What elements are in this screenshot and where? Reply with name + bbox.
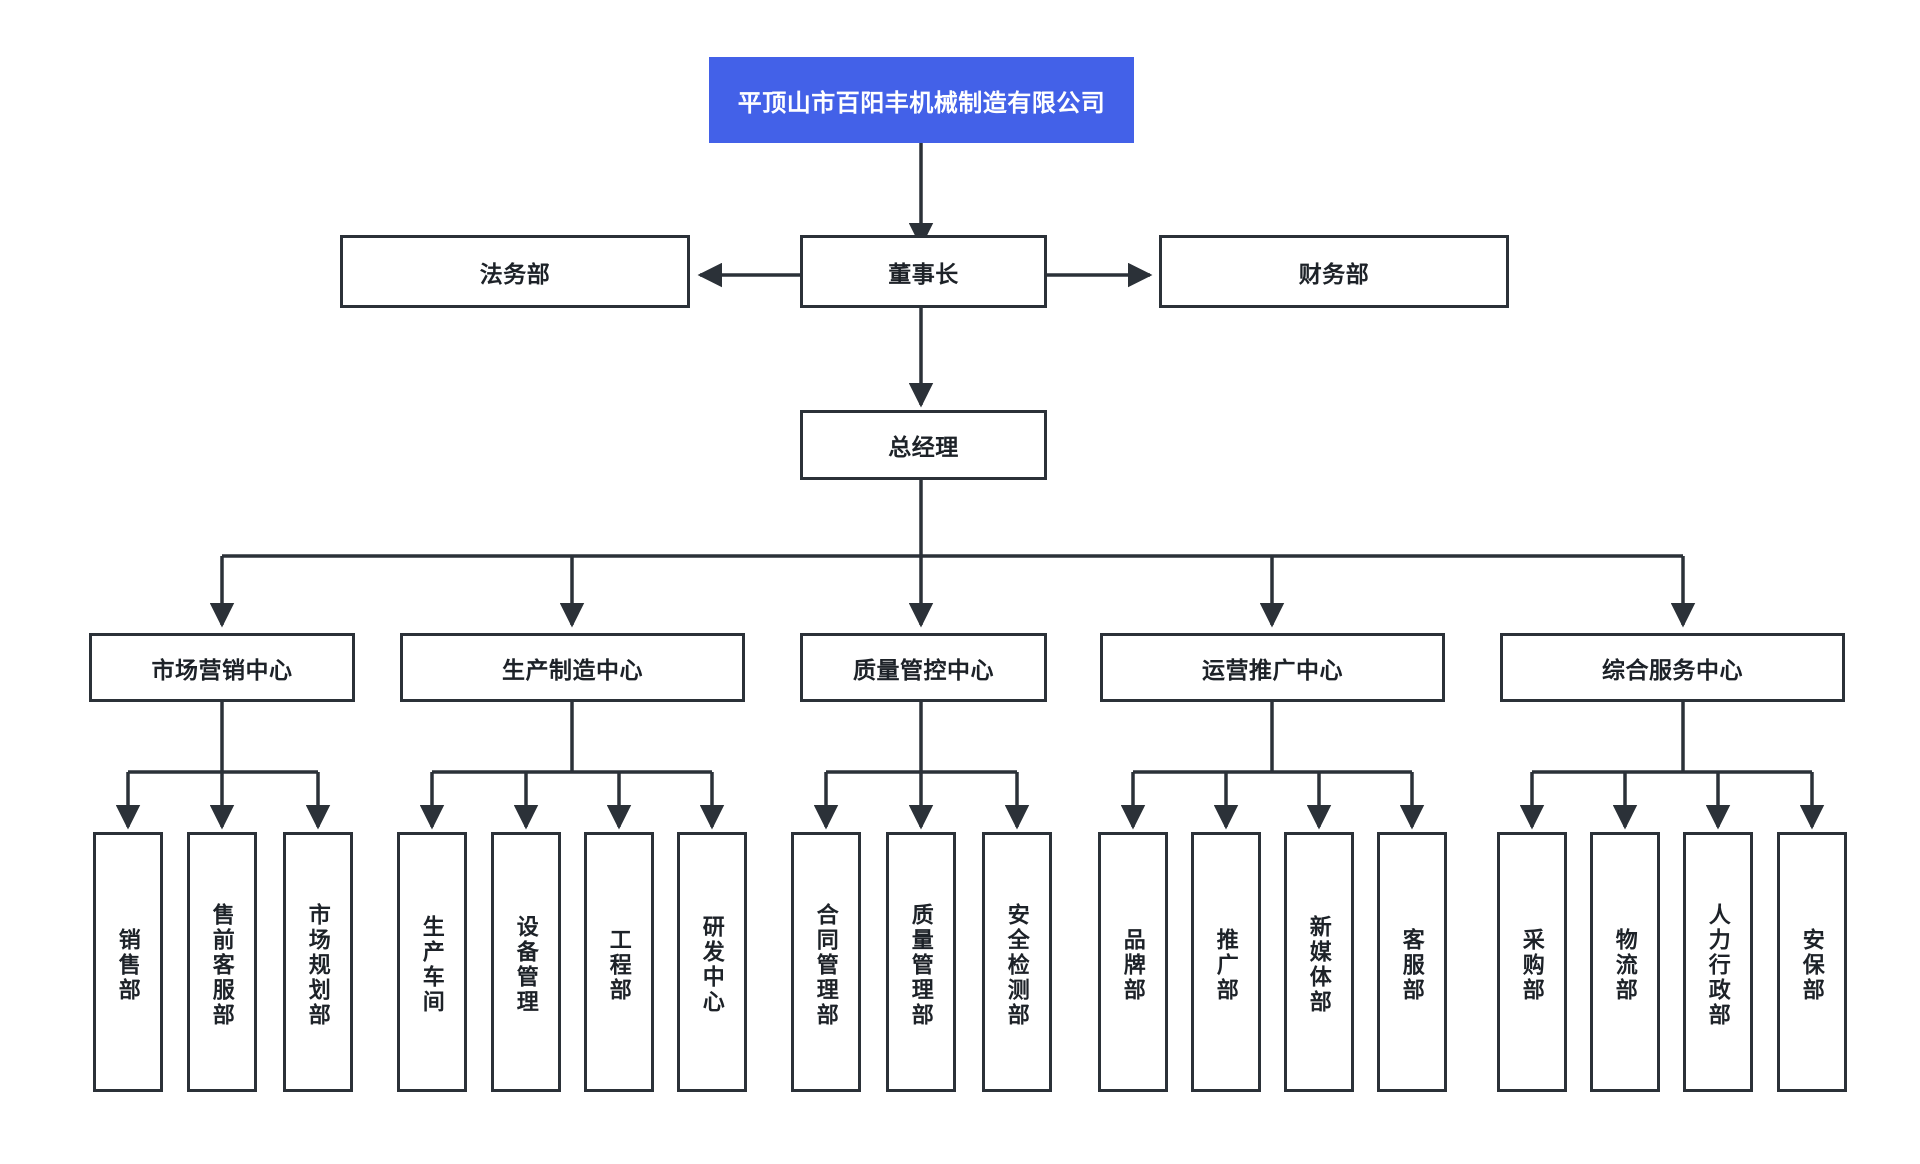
node-label: 新媒体部 <box>1306 915 1332 1015</box>
node-dept-brand[interactable]: 品牌部 <box>1098 832 1168 1092</box>
node-label: 工程部 <box>606 927 632 1003</box>
node-center-production[interactable]: 生产制造中心 <box>400 633 745 702</box>
node-label: 质量管控中心 <box>853 656 994 683</box>
node-dept-engineering[interactable]: 工程部 <box>584 832 654 1092</box>
node-dept-market-planning[interactable]: 市场规划部 <box>283 832 353 1092</box>
node-dept-security[interactable]: 安保部 <box>1777 832 1847 1092</box>
node-dept-promotion[interactable]: 推广部 <box>1191 832 1261 1092</box>
node-dept-contract-management[interactable]: 合同管理部 <box>791 832 861 1092</box>
node-label: 推广部 <box>1213 927 1239 1003</box>
node-label: 物流部 <box>1612 927 1638 1003</box>
node-label: 生产车间 <box>419 915 445 1015</box>
node-label: 运营推广中心 <box>1202 656 1343 683</box>
node-label: 综合服务中心 <box>1602 656 1743 683</box>
node-dept-presales-service[interactable]: 售前客服部 <box>187 832 257 1092</box>
node-company-root[interactable]: 平顶山市百阳丰机械制造有限公司 <box>709 57 1134 143</box>
node-dept-equipment-management[interactable]: 设备管理 <box>491 832 561 1092</box>
node-label: 合同管理部 <box>813 902 839 1028</box>
node-dept-safety-inspection[interactable]: 安全检测部 <box>982 832 1052 1092</box>
node-label: 销售部 <box>115 927 141 1003</box>
node-label: 品牌部 <box>1120 927 1146 1003</box>
node-label: 市场营销中心 <box>151 656 293 683</box>
node-dept-hr-admin[interactable]: 人力行政部 <box>1683 832 1753 1092</box>
node-center-operations[interactable]: 运营推广中心 <box>1100 633 1445 702</box>
node-dept-quality-management[interactable]: 质量管理部 <box>886 832 956 1092</box>
node-label: 安全检测部 <box>1004 902 1030 1028</box>
node-finance-department[interactable]: 财务部 <box>1159 235 1509 308</box>
node-general-manager[interactable]: 总经理 <box>800 410 1047 480</box>
node-label: 法务部 <box>479 260 551 287</box>
node-label: 财务部 <box>1298 260 1370 287</box>
node-center-quality[interactable]: 质量管控中心 <box>800 633 1047 702</box>
node-label: 安保部 <box>1799 927 1825 1003</box>
node-label: 市场规划部 <box>305 902 331 1028</box>
node-label: 采购部 <box>1519 927 1545 1003</box>
node-dept-new-media[interactable]: 新媒体部 <box>1284 832 1354 1092</box>
node-label: 董事长 <box>888 260 959 287</box>
node-dept-production-workshop[interactable]: 生产车间 <box>397 832 467 1092</box>
node-label: 质量管理部 <box>908 902 934 1028</box>
node-center-general-services[interactable]: 综合服务中心 <box>1500 633 1845 702</box>
node-dept-procurement[interactable]: 采购部 <box>1497 832 1567 1092</box>
node-center-marketing[interactable]: 市场营销中心 <box>89 633 355 702</box>
node-label: 设备管理 <box>513 915 539 1015</box>
node-dept-rnd-center[interactable]: 研发中心 <box>677 832 747 1092</box>
node-label: 售前客服部 <box>209 902 235 1028</box>
node-label: 客服部 <box>1399 927 1425 1003</box>
node-label: 人力行政部 <box>1705 902 1731 1028</box>
node-legal-department[interactable]: 法务部 <box>340 235 690 308</box>
node-label: 生产制造中心 <box>502 656 643 683</box>
node-label: 平顶山市百阳丰机械制造有限公司 <box>737 89 1106 117</box>
node-label: 研发中心 <box>699 915 725 1015</box>
node-dept-logistics[interactable]: 物流部 <box>1590 832 1660 1092</box>
node-dept-sales[interactable]: 销售部 <box>93 832 163 1092</box>
node-dept-customer-service[interactable]: 客服部 <box>1377 832 1447 1092</box>
node-chairman[interactable]: 董事长 <box>800 235 1047 308</box>
node-label: 总经理 <box>888 434 959 460</box>
